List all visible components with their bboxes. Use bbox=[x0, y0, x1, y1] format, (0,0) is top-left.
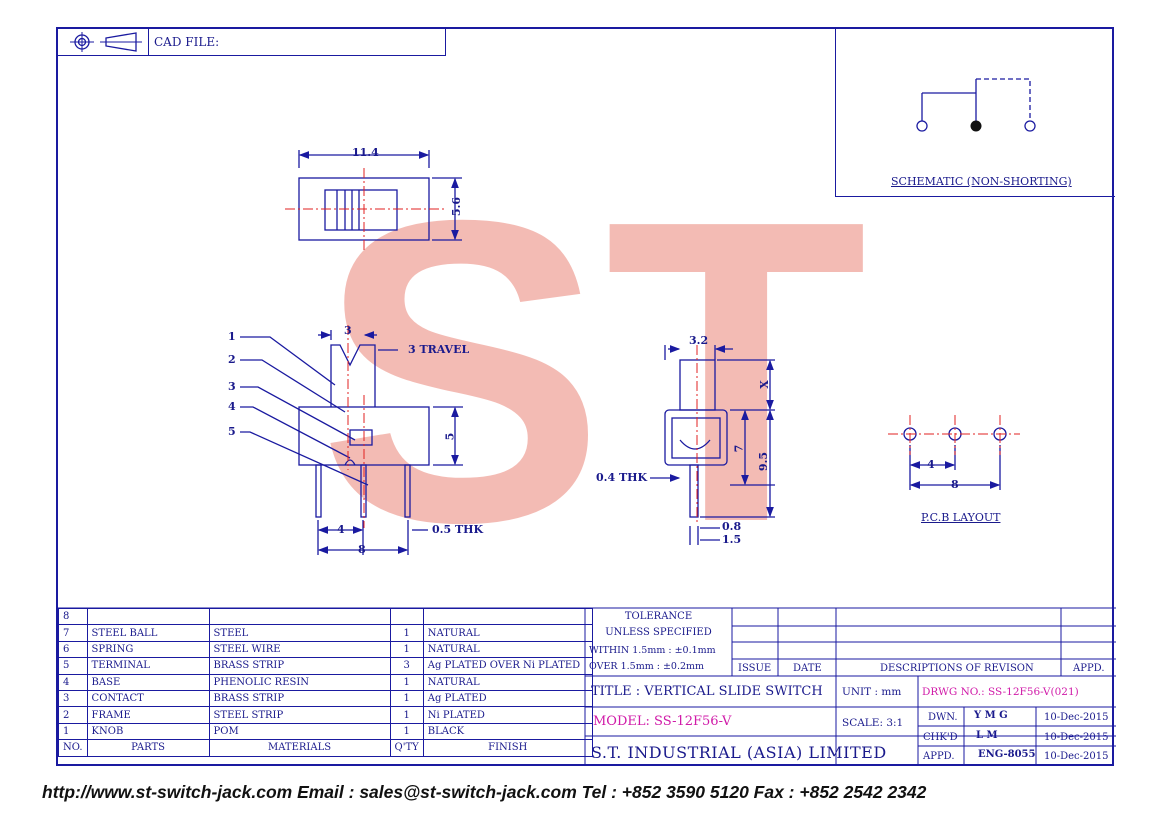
callout-1: 1 bbox=[228, 330, 236, 343]
rev-desc-header: DESCRIPTIONS OF REVISON bbox=[880, 663, 1034, 674]
signoff-appd-date: 10-Dec-2015 bbox=[1044, 751, 1109, 762]
logo-text: ST bbox=[318, 132, 867, 612]
rev-issue-header: ISSUE bbox=[738, 663, 772, 674]
cad-file-box: CAD FILE: bbox=[58, 29, 446, 56]
signoff-dwn-name: Y M G bbox=[974, 710, 1008, 721]
bom-header-row: NO. PARTS MATERIALS Q'TY FINISH bbox=[58, 739, 593, 757]
bom-row: 8 bbox=[58, 607, 593, 626]
callout-3: 3 bbox=[228, 380, 236, 393]
drawing-title: TITLE : VERTICAL SLIDE SWITCH bbox=[591, 684, 823, 699]
unit-label: UNIT : mm bbox=[842, 686, 902, 698]
schematic-diagram bbox=[916, 78, 1036, 132]
dim-top-width: 11.4 bbox=[352, 146, 379, 159]
dim-travel: 3 TRAVEL bbox=[408, 343, 470, 356]
signoff-chk-role: CHK'D bbox=[923, 732, 958, 743]
dim-front-08: 0.8 bbox=[722, 520, 742, 533]
bom-header-finish: FINISH bbox=[422, 739, 593, 757]
callout-leaders bbox=[240, 336, 369, 486]
signoff-chk-date: 10-Dec-2015 bbox=[1044, 732, 1109, 743]
dim-side-5: 5 bbox=[443, 432, 457, 441]
tolerance-subtitle: UNLESS SPECIFIED bbox=[605, 627, 712, 638]
schematic-label: SCHEMATIC (NON-SHORTING) bbox=[891, 175, 1072, 188]
dim-front-32: 3.2 bbox=[689, 334, 709, 347]
callout-5: 5 bbox=[228, 425, 236, 438]
dim-span-8: 8 bbox=[358, 543, 366, 556]
dim-front-15: 1.5 bbox=[722, 533, 742, 546]
callout-2: 2 bbox=[228, 353, 236, 366]
dim-front-95: 9.5 bbox=[757, 451, 771, 472]
dim-x: X bbox=[757, 380, 771, 389]
dim-pitch-4: 4 bbox=[337, 523, 345, 536]
schematic-box: SCHEMATIC (NON-SHORTING) bbox=[835, 29, 1115, 197]
pcb-layout-label: P.C.B LAYOUT bbox=[921, 511, 1001, 524]
signoff-dwn-date: 10-Dec-2015 bbox=[1044, 712, 1109, 723]
contact-footer: http://www.st-switch-jack.com Email : sa… bbox=[42, 782, 927, 802]
bom-header-qty: Q'TY bbox=[389, 739, 424, 757]
tolerance-over: OVER 1.5mm : ±0.2mm bbox=[589, 661, 705, 672]
rev-date-header: DATE bbox=[793, 663, 822, 674]
dim-pcb-4: 4 bbox=[927, 458, 935, 471]
side-view bbox=[298, 330, 463, 555]
projection-symbol bbox=[58, 29, 149, 55]
tolerance-title: TOLERANCE bbox=[624, 611, 693, 622]
top-view bbox=[298, 150, 462, 241]
company-name: S.T. INDUSTRIAL (ASIA) LIMITED bbox=[591, 743, 887, 762]
dim-side-3: 3 bbox=[344, 324, 352, 337]
tolerance-within: WITHIN 1.5mm : ±0.1mm bbox=[589, 645, 716, 656]
callout-4: 4 bbox=[228, 400, 236, 413]
cad-file-label: CAD FILE: bbox=[154, 35, 220, 49]
scale-label: SCALE: 3:1 bbox=[842, 717, 904, 729]
dim-thk-04: 0.4 THK bbox=[596, 471, 648, 484]
drawing-number: DRWG NO.: SS-12F56-V(021) bbox=[922, 686, 1079, 698]
signoff-dwn-role: DWN. bbox=[928, 712, 958, 723]
rev-appd-header: APPD. bbox=[1073, 663, 1105, 674]
drawing-sheet: CAD FILE: SCHEMATIC (NON-SHORTING) TOLER… bbox=[56, 27, 1116, 766]
dim-pcb-8: 8 bbox=[951, 478, 959, 491]
model-number: MODEL: SS-12F56-V bbox=[593, 714, 732, 729]
dim-top-height: 5.6 bbox=[450, 196, 464, 217]
signoff-appd-role: APPD. bbox=[923, 751, 955, 762]
dim-thk-05: 0.5 THK bbox=[432, 523, 484, 536]
dim-front-7: 7 bbox=[732, 444, 746, 453]
signoff-appd-name: ENG-8055 bbox=[978, 749, 1036, 760]
front-view bbox=[650, 345, 775, 545]
